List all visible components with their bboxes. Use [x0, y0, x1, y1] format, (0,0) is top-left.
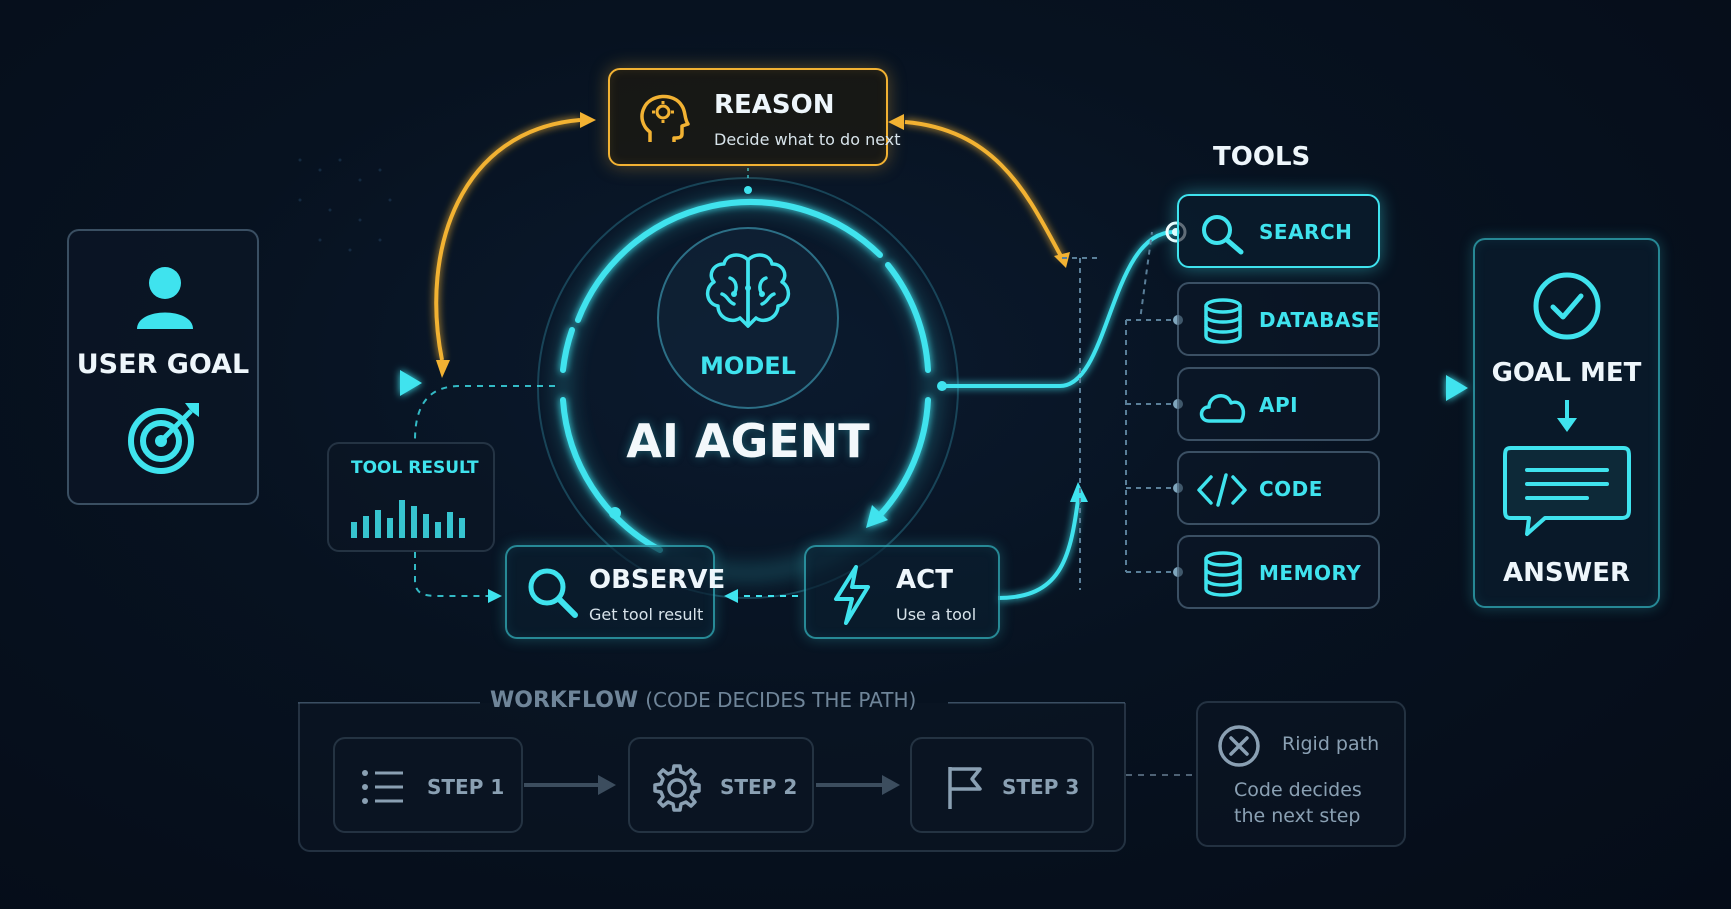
target-icon [128, 403, 199, 474]
workflow-heading-main: WORKFLOW [490, 688, 639, 713]
user-goal-card: USER GOAL [67, 229, 259, 505]
magnifier-icon [528, 568, 578, 618]
tool-result-label: TOOL RESULT [351, 458, 479, 478]
user-icon [137, 267, 193, 329]
tool-search-label: SEARCH [1259, 220, 1353, 244]
workflow-heading: WORKFLOW (CODE DECIDES THE PATH) [490, 688, 916, 713]
head-gear-icon [640, 94, 690, 142]
workflow-step-1: STEP 1 [333, 737, 523, 833]
act-subtitle: Use a tool [896, 605, 977, 624]
observe-title: OBSERVE [589, 565, 726, 595]
tool-code-label: CODE [1259, 477, 1323, 501]
workflow-step-2: STEP 2 [628, 737, 814, 833]
tool-api[interactable]: API [1177, 367, 1380, 441]
user-goal-label: USER GOAL [76, 349, 250, 380]
reason-card: REASON Decide what to do next [608, 68, 901, 166]
tool-result-card: TOOL RESULT [327, 442, 495, 552]
tool-search[interactable]: SEARCH [1177, 194, 1380, 268]
observe-subtitle: Get tool result [589, 605, 704, 624]
tool-memory[interactable]: MEMORY [1177, 535, 1380, 609]
tool-api-label: API [1259, 393, 1299, 417]
agent-ring [560, 199, 931, 553]
rigid-path-line1: Code decides [1234, 779, 1362, 801]
code-icon [1197, 473, 1247, 507]
model-label: MODEL [700, 352, 796, 380]
database-icon [1204, 298, 1242, 344]
tool-database-label: DATABASE [1259, 308, 1380, 332]
tool-memory-label: MEMORY [1259, 561, 1362, 585]
answer-label: ANSWER [1502, 558, 1631, 588]
goal-met-card: GOAL MET ANSWER [1473, 238, 1660, 608]
list-icon [362, 770, 403, 804]
workflow-step-3-label: STEP 3 [1002, 775, 1080, 799]
bar-chart-icon [351, 500, 465, 538]
flag-icon [948, 767, 982, 809]
observe-card: OBSERVE Get tool result [505, 545, 725, 639]
rigid-path-line2: the next step [1234, 805, 1361, 827]
dot-pattern [298, 158, 392, 252]
search-icon [1202, 215, 1244, 255]
brain-icon [705, 253, 791, 328]
gear-icon [653, 764, 701, 812]
reason-title: REASON [714, 90, 835, 120]
check-circle-icon [1533, 272, 1601, 340]
agent-title: AI AGENT [626, 414, 870, 468]
rigid-path-card: Rigid path Code decides the next step [1196, 701, 1406, 847]
lightning-icon [834, 565, 870, 625]
tool-database[interactable]: DATABASE [1177, 282, 1380, 356]
tool-code[interactable]: CODE [1177, 451, 1380, 525]
workflow-step-2-label: STEP 2 [720, 775, 798, 799]
workflow-step-1-label: STEP 1 [427, 775, 505, 799]
act-title: ACT [896, 565, 953, 595]
rigid-path-title: Rigid path [1282, 733, 1380, 755]
reason-loop-arrows [434, 118, 1064, 361]
workflow-step-3: STEP 3 [910, 737, 1094, 833]
chat-bubble-icon [1503, 446, 1631, 536]
tools-heading: TOOLS [1213, 142, 1311, 172]
workflow-heading-note: (CODE DECIDES THE PATH) [645, 688, 917, 712]
memory-icon [1204, 551, 1242, 597]
act-card: ACT Use a tool [804, 545, 1000, 639]
goal-met-label: GOAL MET [1491, 358, 1642, 388]
down-arrow-icon [1557, 400, 1577, 432]
cloud-icon [1199, 394, 1246, 423]
reason-subtitle: Decide what to do next [714, 130, 901, 149]
x-circle-icon [1218, 725, 1260, 767]
